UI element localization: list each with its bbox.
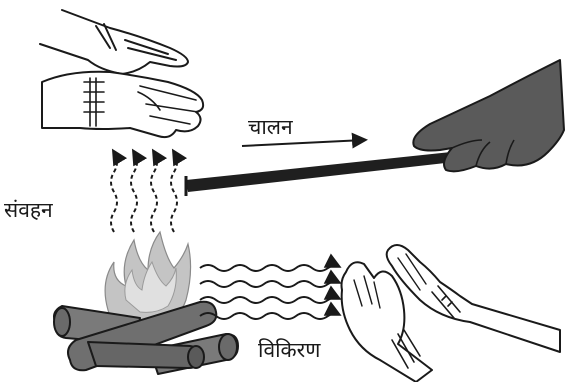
conduction-arrow — [242, 140, 364, 146]
back-hand — [387, 245, 560, 352]
radiation-arrow-4 — [200, 313, 338, 319]
convection-arrow-4 — [171, 152, 177, 232]
hands-beside-fire — [342, 245, 561, 382]
conduction-label: चालन — [248, 117, 293, 138]
radiation-arrow-3 — [200, 297, 338, 303]
radiation-arrow-2 — [200, 281, 338, 287]
radiation-label: विकिरण — [258, 340, 320, 361]
metal-rod — [186, 150, 472, 196]
log-4 — [88, 342, 202, 368]
convection-label: संवहन — [4, 200, 53, 221]
convection-arrow-2 — [131, 152, 137, 232]
radiation-arrows — [200, 265, 338, 319]
convection-arrows — [111, 152, 177, 232]
upper-hand — [40, 10, 188, 74]
lower-hand — [42, 72, 203, 137]
convection-arrow-1 — [111, 152, 117, 232]
radiation-arrow-1 — [200, 265, 338, 271]
convection-arrow-3 — [151, 152, 157, 232]
hands-above-fire — [40, 10, 203, 137]
